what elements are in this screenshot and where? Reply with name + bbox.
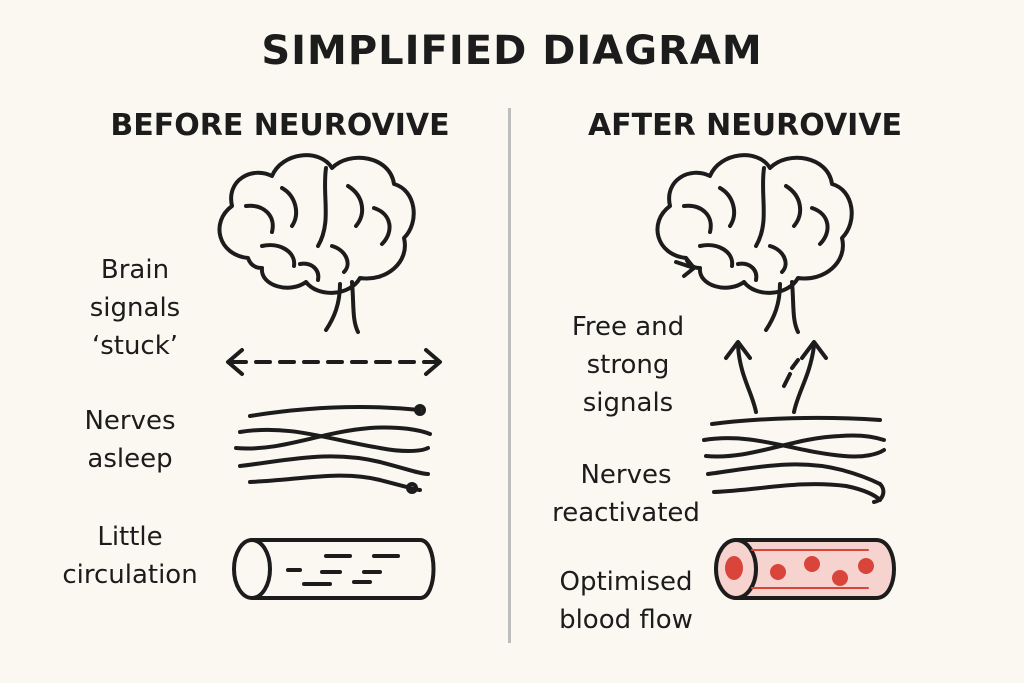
before-heading: BEFORE NEUROVIVE — [110, 108, 450, 143]
diagram-title: SIMPLIFIED DIAGRAM — [261, 28, 763, 74]
before-nerves-label: Nerves asleep — [84, 406, 176, 474]
blood-cell — [725, 556, 743, 580]
before-brain-label: Brain signals ‘stuck’ — [89, 255, 181, 361]
nerves-icon-after — [702, 415, 886, 504]
stuck-signal-arrow — [226, 348, 442, 376]
after-heading: AFTER NEUROVIVE — [587, 108, 903, 143]
blood-cell — [832, 570, 848, 586]
column-divider — [508, 108, 511, 643]
after-nerves-label: Nerves reactivated — [552, 460, 700, 528]
before-circulation-label: Little circulation — [62, 522, 198, 590]
vessel-icon-before — [232, 538, 436, 600]
after-signals-label: Free and strong signals — [571, 312, 685, 418]
blood-cell — [770, 564, 786, 580]
nerves-icon-before — [234, 404, 432, 494]
blood-cell — [858, 558, 874, 574]
after-blood-label: Optimised blood flow — [559, 567, 693, 635]
brain-icon-after — [655, 153, 854, 334]
upward-signal-arrows — [724, 340, 828, 414]
brain-icon-before — [217, 153, 416, 334]
blood-cell — [804, 556, 820, 572]
blood-cells — [725, 556, 874, 586]
